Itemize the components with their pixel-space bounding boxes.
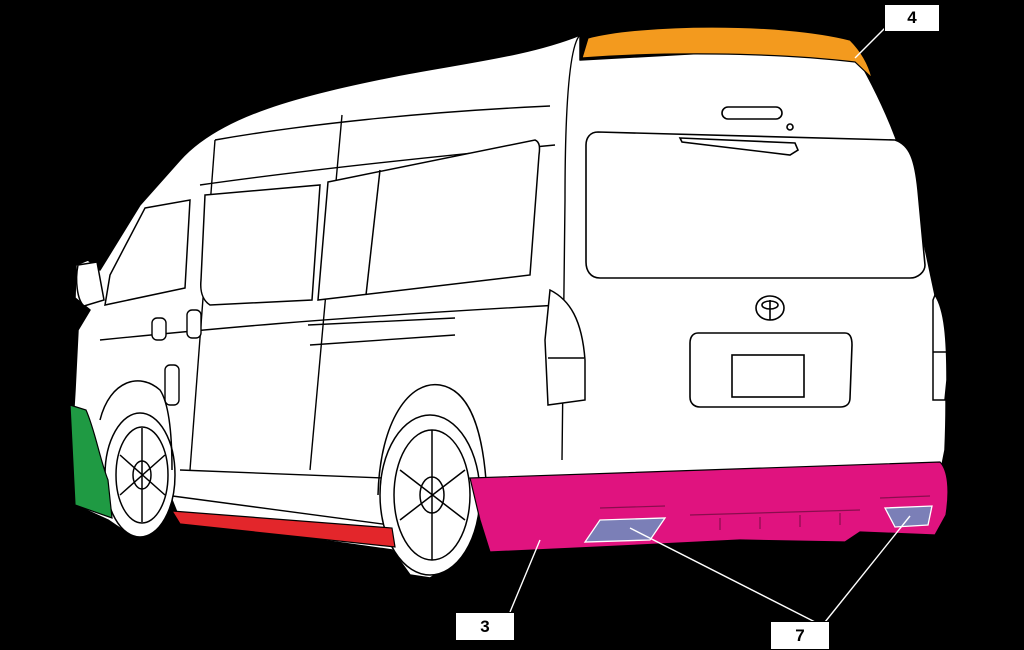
door-handles [151,309,202,406]
side-step-part [170,510,396,548]
roof-spoiler-part [581,26,874,80]
tail-lights [544,288,948,406]
front-wheel [104,412,176,538]
license-plate-recess [689,332,853,408]
bumper-details [599,495,931,530]
front-fender-part [69,404,113,519]
callout-roof-spoiler: 4 [884,4,940,32]
rear-window [585,106,926,279]
leader-lines [509,27,911,623]
callout-rear-bumper: 3 [455,612,515,641]
rear-bumper-part [469,461,949,553]
rear-wheel [379,414,481,576]
emblem-icon [755,295,785,321]
wheel-arches [99,380,487,496]
side-mirror [75,261,105,307]
callout-muffler-cutters: 7 [770,621,830,650]
side-windows [104,139,541,306]
